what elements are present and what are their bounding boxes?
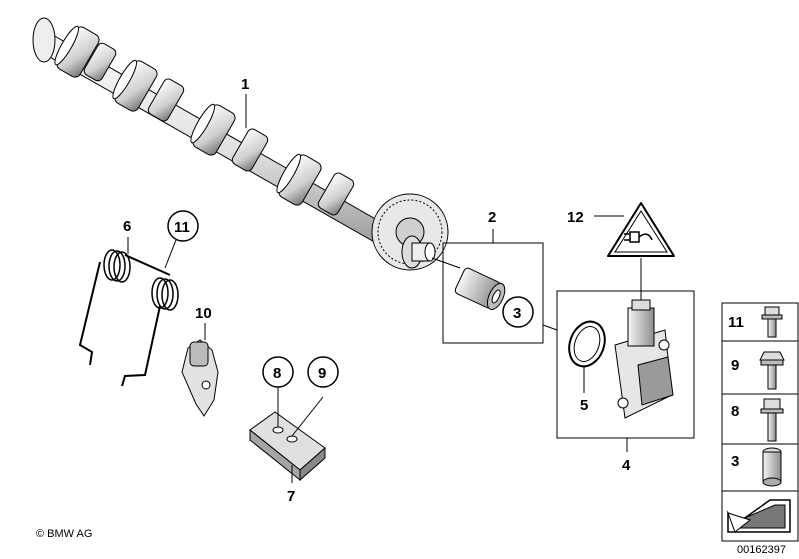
- bracket-callout: 7: [287, 488, 295, 505]
- fastener-legend: 11 9 8 3: [721, 302, 799, 542]
- bolt-with-washer-icon: [761, 306, 783, 338]
- warning-triangle: [607, 202, 675, 257]
- spring-bolt-leader: [164, 239, 177, 269]
- camshaft-sensor: [614, 299, 674, 419]
- image-number: 00162397: [737, 544, 786, 556]
- rocker-callout: 10: [195, 305, 212, 322]
- long-flange-bolt-icon: [760, 398, 784, 442]
- legend-row-9: 9: [731, 351, 785, 390]
- sensor-bush-group: 2 3: [431, 209, 544, 344]
- legend-row-11: 11: [728, 306, 783, 338]
- spring-coil-left: [103, 249, 131, 283]
- camshaft: 1: [32, 17, 449, 271]
- sensor-assembly-callout: 4: [622, 457, 631, 474]
- legend-row-8: 8: [731, 398, 784, 442]
- legend-row-3: 3: [731, 447, 782, 487]
- hex-flange-bolt-icon: [759, 351, 785, 390]
- legend-label: 9: [731, 357, 739, 374]
- sensor-bush-callout: 2: [488, 209, 496, 226]
- o-ring: [568, 320, 606, 368]
- spring-right-arm: [121, 305, 161, 387]
- bracket-bolt9-callout-circle: [307, 356, 339, 388]
- copyright-text: © BMW AG: [36, 528, 92, 540]
- warning-label: 12: [567, 202, 675, 257]
- bracket-bolt9-callout: 9: [318, 365, 326, 382]
- cam-lobes: [54, 25, 355, 216]
- direction-arrow-icon: [727, 499, 791, 533]
- torsion-spring: 6 11: [78, 210, 199, 387]
- spring-bridge: [124, 254, 171, 276]
- bush-to-sensor-leader: [542, 324, 558, 331]
- socket-bush-icon: [762, 447, 782, 487]
- shaft-to-bush-leader: [431, 257, 461, 269]
- bush-callout: 3: [513, 305, 521, 322]
- legend-label: 3: [731, 453, 739, 470]
- spring-coil-right: [151, 277, 179, 311]
- bracket-bolt9-leader: [291, 396, 324, 437]
- socket-bush: [454, 267, 506, 310]
- legend-label: 11: [728, 314, 744, 331]
- spring-bolt-callout-circle: [167, 210, 199, 242]
- warning-label-callout: 12: [567, 209, 584, 226]
- legend-label: 8: [731, 403, 739, 420]
- spring-bolt-callout: 11: [174, 219, 190, 236]
- bracket-plate: 7 8 9: [249, 356, 339, 505]
- spring-callout: 6: [123, 218, 131, 235]
- sensor-assembly-frame: [556, 290, 695, 439]
- camshaft-rear-journal: [401, 235, 436, 269]
- camshaft-end-cap: [32, 17, 56, 63]
- bracket-bolt8-callout: 8: [273, 365, 281, 382]
- plug-symbol-icon: [624, 231, 653, 243]
- legend-frame: [721, 302, 799, 542]
- spring-left-arm: [78, 261, 101, 366]
- sensor-assembly-group: 4 5: [542, 258, 695, 474]
- rocker-lever: 10: [181, 305, 219, 417]
- o-ring-callout: 5: [580, 397, 588, 414]
- camshaft-callout: 1: [241, 76, 249, 93]
- bush-callout-circle: [502, 296, 534, 328]
